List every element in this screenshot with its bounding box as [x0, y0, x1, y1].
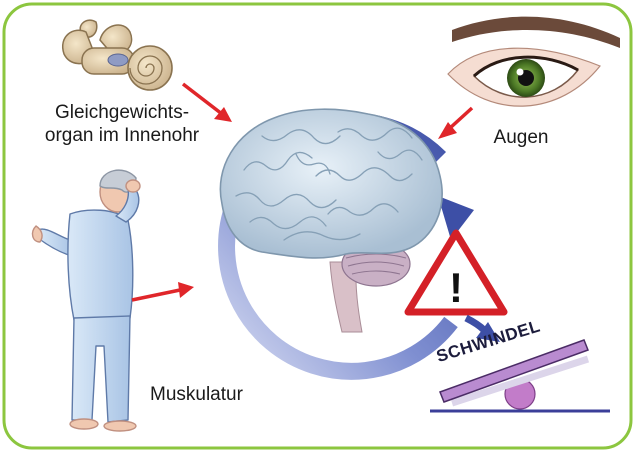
label-ear: Gleichgewichts- organ im Innenohr	[22, 101, 222, 147]
seesaw-plank	[439, 339, 589, 403]
inner-ear-icon	[61, 19, 173, 91]
warning-exclamation: !	[449, 264, 463, 311]
person-icon	[31, 169, 141, 432]
arrow-muscle-to-brain	[131, 282, 194, 302]
label-muscles: Muskulatur	[150, 384, 243, 405]
arrow-eye-to-brain	[438, 106, 474, 139]
label-eyes: Augen	[493, 127, 549, 148]
arrow-warning-to-vertigo	[464, 314, 500, 342]
arrow-ear-to-brain	[181, 82, 232, 122]
seesaw-icon	[430, 339, 610, 413]
brain-icon	[219, 108, 443, 333]
warning-icon: !	[404, 229, 508, 316]
eye-icon	[447, 16, 620, 107]
cycle-arrowhead-top	[438, 196, 474, 240]
label-ear-line1: Gleichgewichts-	[54, 102, 190, 123]
label-ear-line2: organ im Innenohr	[44, 125, 200, 146]
